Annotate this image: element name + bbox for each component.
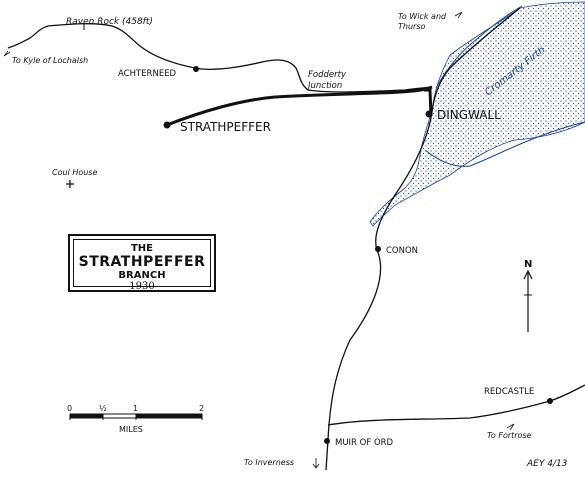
label-redcastle: REDCASTLE <box>484 387 534 397</box>
station-achterneed <box>193 66 199 72</box>
station-redcastle <box>547 398 553 404</box>
scale-tick-half: ½ <box>99 404 107 413</box>
title-line-1: THE <box>130 243 154 254</box>
station-muir-of-ord <box>324 438 330 444</box>
north-label: N <box>524 259 532 270</box>
label-conon: CONON <box>386 246 418 256</box>
map-credit: AEY 4/13 <box>526 459 568 469</box>
station-dingwall <box>425 110 433 118</box>
map-title-box: THE STRATHPEFFER BRANCH 1930 <box>68 234 216 292</box>
label-junction: Junction <box>306 81 342 91</box>
title-line-2: STRATHPEFFER <box>78 254 206 270</box>
arrow-to-kyle-icon <box>3 50 11 57</box>
scale-bar <box>69 413 203 420</box>
title-line-3: BRANCH <box>118 270 166 281</box>
arrow-to-fortrose-icon <box>506 423 515 431</box>
label-dingwall: DINGWALL <box>437 108 501 122</box>
label-to-kyle: To Kyle of Lochalsh <box>12 56 88 65</box>
label-to-fortrose: To Fortrose <box>487 431 532 440</box>
scale-unit: MILES <box>119 425 143 434</box>
shoreline-north <box>435 5 523 89</box>
label-to-wick-1: To Wick and <box>398 12 447 21</box>
station-conon <box>375 246 381 252</box>
north-arrow-icon <box>523 269 533 332</box>
label-to-inverness: To Inverness <box>244 458 294 467</box>
label-raven-rock: Raven Rock (458ft) <box>66 17 153 27</box>
scale-tick-1: 1 <box>133 404 138 413</box>
label-fodderty: Fodderty <box>308 70 347 80</box>
station-strathpeffer <box>163 121 171 129</box>
railway-fortrose-line <box>327 384 585 426</box>
arrow-to-wick-icon <box>454 11 463 19</box>
title-line-4: 1930 <box>129 281 155 292</box>
label-coul-house: Coul House <box>52 168 97 177</box>
shoreline-south <box>424 121 585 167</box>
arrow-to-inverness-icon <box>312 458 320 469</box>
scale-tick-0: 0 <box>67 404 72 413</box>
label-to-wick-2: Thurso <box>398 22 425 31</box>
label-achterneed: ACHTERNEED <box>118 69 177 79</box>
scale-tick-2: 2 <box>199 404 204 413</box>
coul-house-marker <box>66 180 74 188</box>
label-strathpeffer: STRATHPEFFER <box>180 120 271 134</box>
railway-strathpeffer-branch <box>166 85 433 127</box>
railway-dingwall-spur <box>424 88 433 117</box>
railway-main-line <box>325 7 521 471</box>
label-muir-of-ord: MUIR OF ORD <box>335 438 394 448</box>
